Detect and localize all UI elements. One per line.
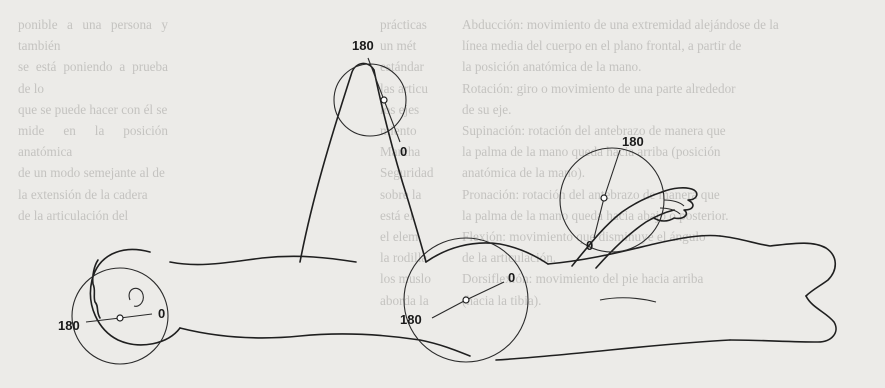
goniometer-label-max: 180: [400, 312, 422, 327]
goniometer-label-max: 180: [352, 38, 374, 53]
goniometer-pivot: [381, 97, 387, 103]
thigh-top: [548, 235, 720, 264]
goniometer-shoulder: 180 0: [334, 38, 407, 159]
goniometer-arm: [86, 318, 120, 322]
raised-arm-front: [300, 63, 374, 262]
forearm: [572, 192, 662, 266]
goniometer-arm: [594, 198, 604, 238]
goniometer-label-max: 180: [622, 134, 644, 149]
goniometer-arm: [466, 282, 504, 300]
goniometer-pivot: [463, 297, 469, 303]
neck-line: [170, 256, 356, 264]
goniometer-head: 180 0: [58, 268, 168, 364]
goniometer-dial: [334, 64, 406, 136]
lower-leg-top: [720, 236, 835, 296]
goniometer-pivot: [117, 315, 123, 321]
torso-lower: [180, 328, 470, 356]
head-outline: [90, 250, 180, 345]
goniometer-knee: 180 0: [560, 134, 664, 253]
goniometer-arm: [604, 150, 620, 198]
goniometer-label-min: 0: [158, 306, 165, 321]
goniometer-arm: [432, 300, 466, 318]
foot: [730, 296, 836, 342]
goniometer-label-min: 0: [400, 144, 407, 159]
goniometer-label-min: 0: [586, 238, 593, 253]
goniometer-label-min: 0: [508, 270, 515, 285]
knee-crease: [600, 298, 656, 302]
body-outline: [90, 63, 836, 360]
goniometer-dial: [560, 148, 664, 252]
hip-outline: [426, 243, 548, 264]
leg-underside: [496, 340, 730, 360]
goniometer-hip: 180 0: [400, 238, 528, 362]
goniometer-arm: [384, 100, 400, 142]
ear: [129, 288, 143, 306]
forearm-under: [596, 210, 674, 268]
goniometer-arm: [120, 314, 152, 318]
goniometer-label-max: 180: [58, 318, 80, 333]
goniometer-pivot: [601, 195, 607, 201]
